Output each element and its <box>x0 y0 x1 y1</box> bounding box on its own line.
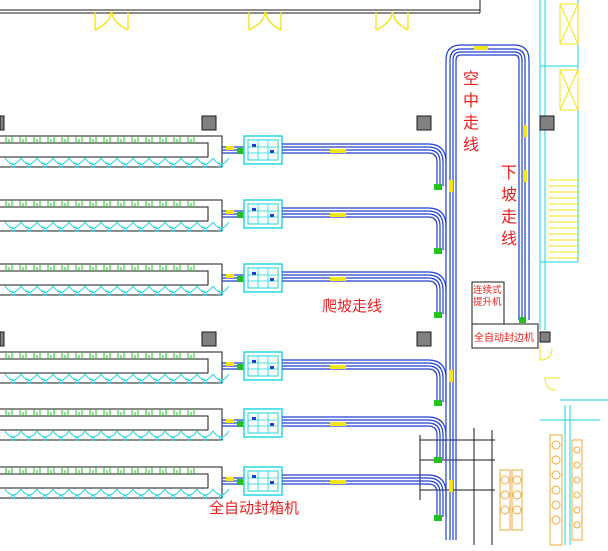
right-building-structure <box>419 0 608 546</box>
case-sealer-machine-3 <box>243 263 283 293</box>
aerial-conveyor-loop <box>445 44 530 540</box>
top-wall-doors <box>0 0 481 31</box>
lift-and-sealer <box>471 281 539 349</box>
production-line-3 <box>0 263 447 318</box>
production-line-2 <box>0 199 447 254</box>
climb-conveyor-6 <box>282 474 447 521</box>
case-sealer-label: 全自动封箱机 <box>209 499 299 517</box>
aerial-line-label-3: 走 <box>463 113 479 132</box>
climb-conveyor-1 <box>282 143 447 190</box>
production-line-6 <box>0 466 447 521</box>
edge-sealer-label: 全自动封边机 <box>474 331 534 344</box>
case-sealer-machine-6 <box>243 466 283 496</box>
downslope-line-label-3: 走 <box>501 207 517 226</box>
downslope-line-label-4: 线 <box>501 229 517 248</box>
climb-line-label: 爬坡走线 <box>322 297 382 315</box>
aerial-line-label-2: 中 <box>463 91 479 110</box>
labels: 空 中 走 线 下 坡 走 线 爬坡走线 全自动封箱机 连续式 提升机 全自动封… <box>209 69 534 517</box>
climb-conveyor-5 <box>282 416 447 463</box>
climb-conveyor-2 <box>282 207 447 254</box>
climb-conveyor-4 <box>282 359 447 406</box>
production-line-1 <box>0 135 447 190</box>
downslope-line-label-2: 坡 <box>501 185 517 204</box>
lift-label-line-2: 提升机 <box>473 296 502 308</box>
production-lines <box>0 135 447 521</box>
case-sealer-machine-2 <box>243 199 283 229</box>
downslope-line-label-1: 下 <box>501 163 517 182</box>
aerial-line-label-1: 空 <box>463 69 479 88</box>
lift-label-line-1: 连续式 <box>473 284 502 296</box>
case-sealer-machine-5 <box>243 408 283 438</box>
case-sealer-machine-4 <box>243 351 283 381</box>
case-sealer-machine-1 <box>243 135 283 165</box>
aerial-line-label-4: 线 <box>463 135 479 154</box>
production-line-4 <box>0 351 447 406</box>
pillars <box>0 115 555 347</box>
production-line-5 <box>0 408 447 463</box>
